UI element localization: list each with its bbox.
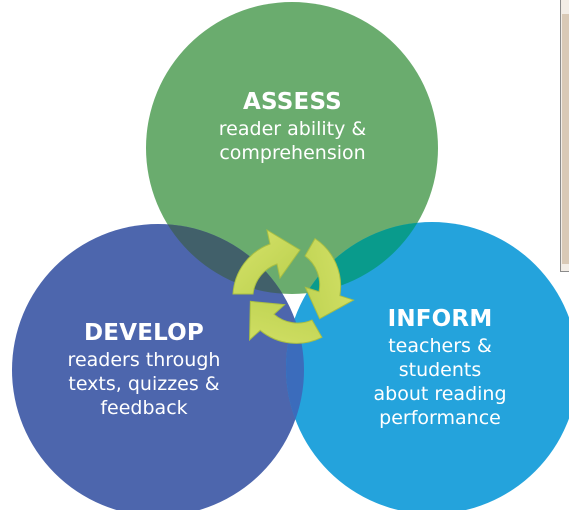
inform-circle: [286, 222, 569, 514]
develop-heading: DEVELOP: [84, 320, 204, 346]
inform-label: INFORM teachers & students about reading…: [350, 304, 530, 430]
develop-label: DEVELOP readers through texts, quizzes &…: [42, 318, 246, 420]
cycle-arrows-icon: [232, 228, 355, 344]
assess-heading: ASSESS: [243, 89, 342, 115]
inform-text-line: students: [398, 359, 482, 381]
inform-heading: INFORM: [387, 306, 493, 332]
develop-circle: [12, 224, 304, 514]
develop-text-line: texts, quizzes &: [68, 373, 220, 395]
cycle-arrow-bottom: [249, 300, 323, 344]
inform-text-line: teachers &: [388, 335, 492, 357]
inform-text-line: performance: [379, 407, 501, 429]
adjacent-image-edge: [560, 0, 569, 272]
develop-text-line: feedback: [100, 397, 188, 419]
assess-text-line: comprehension: [219, 142, 366, 164]
assess-circle: [146, 2, 438, 294]
develop-text-line: readers through: [67, 349, 221, 371]
assess-label: ASSESS reader ability & comprehension: [190, 87, 395, 165]
assess-text-line: reader ability &: [218, 118, 367, 140]
cycle-arrow-right: [304, 237, 355, 320]
inform-text-line: about reading: [373, 383, 507, 405]
cycle-arrow-top: [232, 228, 301, 295]
